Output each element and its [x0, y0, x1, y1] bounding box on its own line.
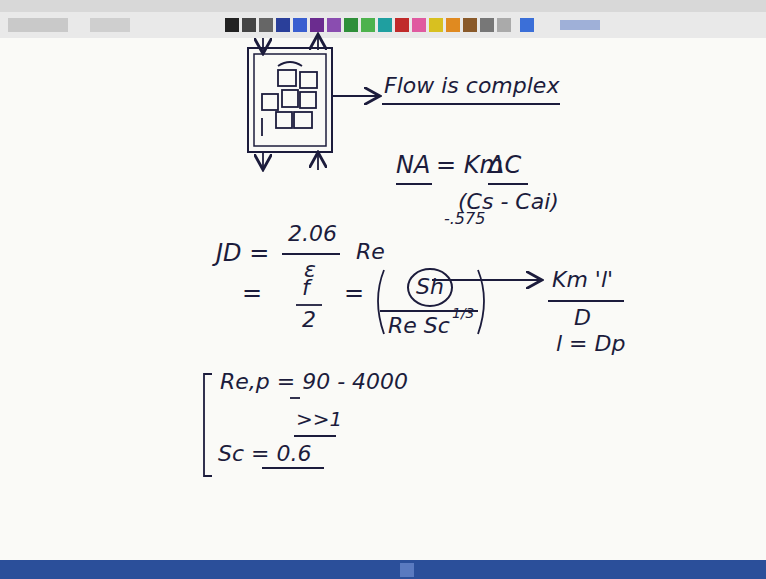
handwritten-text: f	[302, 276, 310, 300]
handwritten-text: D	[574, 306, 591, 330]
sketch-stroke	[8, 18, 600, 32]
handwritten-text: -.575	[444, 210, 485, 228]
sketch-stroke	[0, 0, 766, 12]
sketch-stroke	[262, 94, 278, 110]
sketch-stroke	[395, 18, 409, 32]
term-text: Sh	[416, 275, 444, 299]
sketch-stroke	[463, 18, 477, 32]
sketch-stroke	[282, 90, 298, 107]
sketch-stroke	[282, 253, 340, 255]
sketch-stroke	[248, 48, 332, 152]
sketch-stroke	[263, 36, 378, 170]
sketch-stroke	[396, 183, 432, 185]
handwritten-text: =	[242, 280, 262, 306]
handwritten-text: JD =	[216, 240, 269, 266]
sketch-stroke	[310, 18, 324, 32]
sketch-stroke	[278, 70, 296, 86]
handwritten-text: l = Dp	[556, 332, 625, 356]
handwritten-text: 1/3	[452, 306, 475, 321]
handwritten-text: Sc = 0.6	[218, 442, 311, 466]
handwritten-text: ΔC	[488, 152, 521, 178]
sketch-stroke	[378, 270, 384, 334]
sketch-stroke	[548, 300, 624, 302]
sketch-stroke	[344, 18, 358, 32]
sketch-stroke	[520, 18, 534, 32]
handwritten-text: >>1	[296, 408, 342, 430]
sketch-stroke	[204, 374, 212, 476]
sketch-stroke	[317, 154, 319, 170]
sketch-stroke	[0, 12, 766, 38]
sketch-stroke	[259, 18, 273, 32]
sketch-stroke	[262, 62, 317, 136]
sketch-stroke	[261, 118, 263, 136]
sketch-stroke	[204, 104, 624, 476]
circled-term: Sh	[407, 268, 453, 307]
sketch-stroke	[276, 112, 292, 128]
handwritten-text: Re	[356, 240, 385, 264]
sketch-stroke	[293, 18, 307, 32]
sketch-stroke	[254, 54, 326, 146]
sketch-stroke	[560, 20, 600, 30]
handwritten-text: 2.06	[288, 222, 337, 246]
sketch-stroke	[276, 18, 290, 32]
handwritten-text: NA	[396, 152, 430, 178]
sketch-stroke	[400, 563, 414, 577]
sketch-stroke	[497, 18, 511, 32]
sketch-stroke	[333, 95, 378, 97]
sketch-stroke	[412, 18, 426, 32]
sketch-stroke	[262, 38, 264, 52]
sketch-stroke	[0, 560, 766, 579]
sketch-stroke	[294, 435, 336, 437]
sketch-stroke	[317, 36, 319, 50]
handwritten-text: Km 'l'	[552, 268, 613, 292]
sketch-stroke	[225, 18, 239, 32]
sketch-stroke	[432, 279, 540, 281]
sketch-stroke	[278, 62, 302, 66]
sketch-stroke	[262, 467, 324, 469]
sketch-stroke	[446, 18, 460, 32]
sketch-stroke	[327, 18, 341, 32]
sketch-stroke	[296, 304, 322, 306]
handwritten-text: 2	[302, 308, 316, 332]
sketch-stroke	[8, 18, 68, 32]
sketch-stroke	[378, 18, 392, 32]
sketch-stroke	[300, 72, 317, 88]
sketch-stroke	[361, 18, 375, 32]
sketch-stroke	[242, 18, 256, 32]
sketch-stroke	[90, 18, 130, 32]
sketch-stroke	[429, 18, 443, 32]
sketch-stroke	[262, 152, 264, 168]
sketch-stroke	[300, 92, 316, 108]
handwritten-text: Re Sc	[388, 314, 450, 338]
handwritten-text: Flow is complex	[384, 74, 559, 98]
sketch-stroke	[488, 183, 528, 185]
sketch-stroke	[382, 103, 560, 105]
sketch-stroke	[290, 397, 300, 399]
handwritten-text: =	[344, 280, 364, 306]
handwritten-text: Re,p = 90 - 4000	[220, 370, 408, 394]
sketch-stroke	[480, 18, 494, 32]
sketch-stroke	[294, 112, 312, 128]
